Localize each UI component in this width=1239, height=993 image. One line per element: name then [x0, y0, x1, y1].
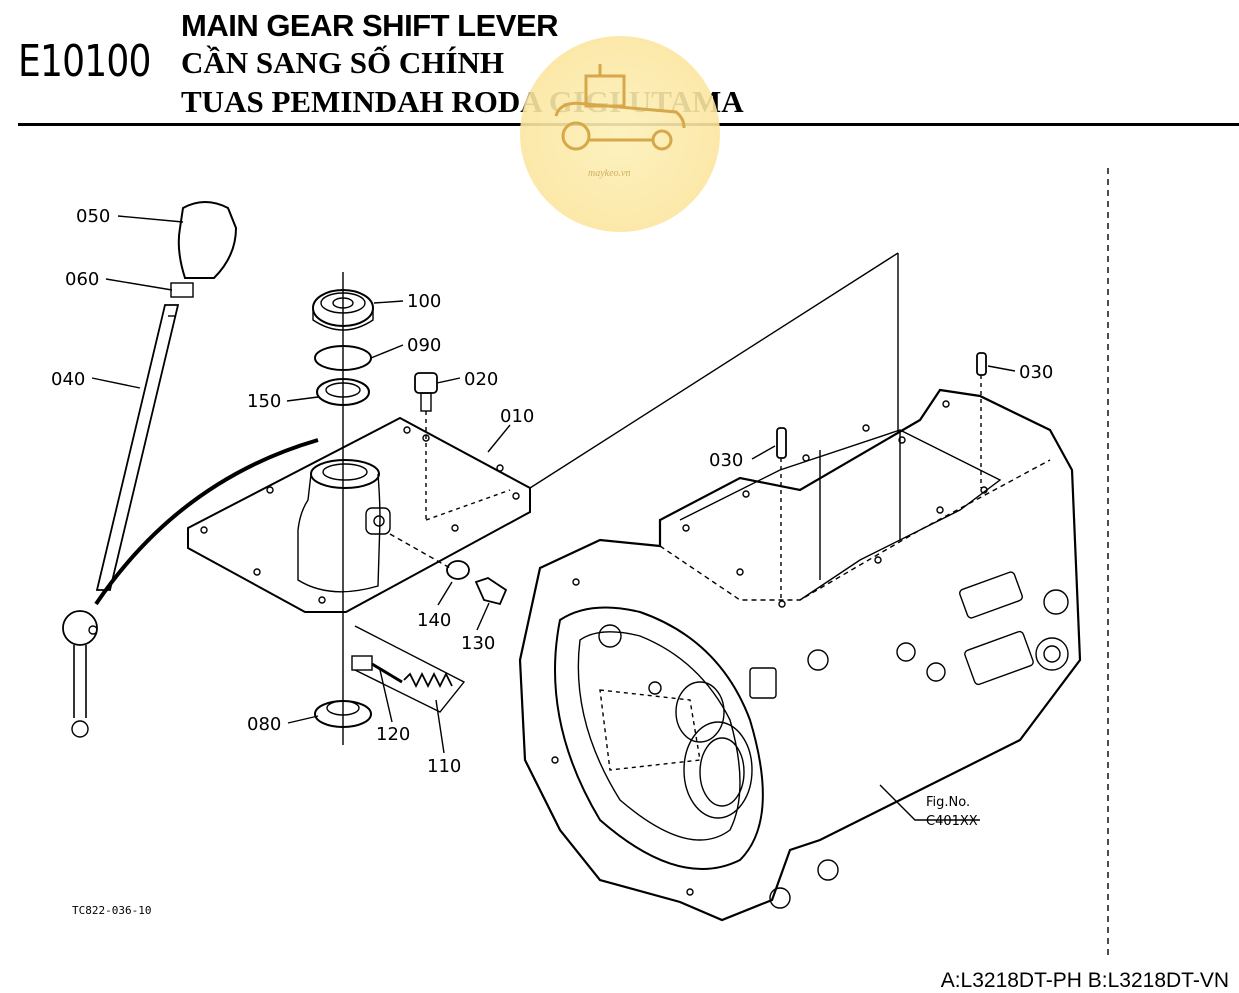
watermark-text: maykeo.vn: [588, 168, 631, 179]
drawing-number: TC822-036-10: [72, 904, 151, 917]
callout-060: 060: [65, 269, 99, 290]
callout-030-left: 030: [709, 450, 743, 471]
callout-130: 130: [461, 633, 495, 654]
callout-010: 010: [500, 406, 534, 427]
title-vietnamese: CẦN SANG SỐ CHÍNH: [181, 45, 504, 80]
callout-080: 080: [247, 714, 281, 735]
model-applicability: A:L3218DT-PH B:L3218DT-VN: [940, 969, 1229, 992]
callout-040: 040: [51, 369, 85, 390]
callout-090: 090: [407, 335, 441, 356]
callout-140: 140: [417, 610, 451, 631]
callout-100: 100: [407, 291, 441, 312]
tractor-icon: [554, 64, 686, 151]
fig-number: C401XX: [926, 814, 978, 829]
callout-110: 110: [427, 756, 461, 777]
section-code: E10100: [18, 36, 151, 87]
title-english: MAIN GEAR SHIFT LEVER: [181, 8, 559, 43]
callout-030-right: 030: [1019, 362, 1053, 383]
watermark-logo: [520, 36, 720, 232]
callout-120: 120: [376, 724, 410, 745]
fig-label: Fig.No.: [926, 795, 970, 810]
callout-150: 150: [247, 391, 281, 412]
callout-050: 050: [76, 206, 110, 227]
callout-020: 020: [464, 369, 498, 390]
